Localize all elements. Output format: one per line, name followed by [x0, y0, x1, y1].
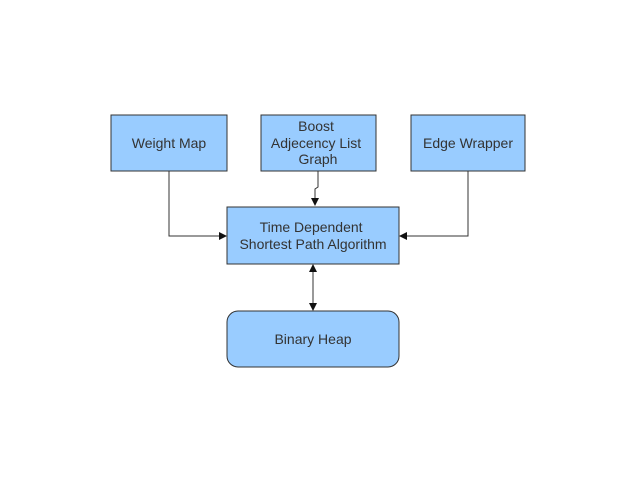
weight-map-label-line-1: Weight Map	[132, 135, 207, 151]
binary-heap-box	[226, 310, 400, 368]
adjacency-graph-label-line-2: Adjecency List	[271, 135, 361, 151]
weight-map-label: Weight Map	[132, 135, 207, 151]
algorithm-node: Time Dependent Shortest Path Algorithm	[226, 206, 400, 265]
arrowhead-algorithm-to-heap-down	[309, 303, 317, 311]
arrowhead-algorithm-to-heap-up	[309, 264, 317, 272]
edge-wrapper-node: Edge Wrapper	[410, 114, 526, 172]
binary-heap-label: Binary Heap	[274, 331, 351, 347]
weight-map-node: Weight Map	[110, 114, 228, 172]
adjacency-graph-label: Boost Adjecency List Graph	[271, 118, 365, 167]
algorithm-label-line-1: Time Dependent	[260, 219, 363, 235]
binary-heap-label-line-1: Binary Heap	[274, 331, 351, 347]
binary-heap-node: Binary Heap	[226, 310, 400, 368]
weight-map-box	[110, 114, 228, 172]
edge-wrapper-label: Edge Wrapper	[423, 135, 513, 151]
arrowhead-edge-wrapper-to-algorithm	[399, 232, 407, 240]
adjacency-graph-label-line-3: Graph	[299, 151, 338, 167]
algorithm-label-line-2: Shortest Path Algorithm	[239, 236, 386, 252]
algorithm-label: Time Dependent Shortest Path Algorithm	[239, 219, 386, 252]
edge-edge-wrapper-to-algorithm	[407, 171, 469, 237]
algorithm-box	[226, 206, 400, 265]
adjacency-graph-label-line-1: Boost	[298, 118, 334, 134]
edge-graph-to-algorithm	[314, 171, 319, 198]
edge-wrapper-label-line-1: Edge Wrapper	[423, 135, 513, 151]
arrowhead-weight-map-to-algorithm	[219, 232, 227, 240]
edges	[168, 171, 469, 311]
adjacency-graph-node: Boost Adjecency List Graph	[260, 114, 377, 172]
edge-weight-map-to-algorithm	[168, 171, 219, 237]
arrowhead-graph-to-algorithm	[311, 198, 319, 206]
adjacency-graph-box	[260, 114, 377, 172]
edge-wrapper-box	[410, 114, 526, 172]
